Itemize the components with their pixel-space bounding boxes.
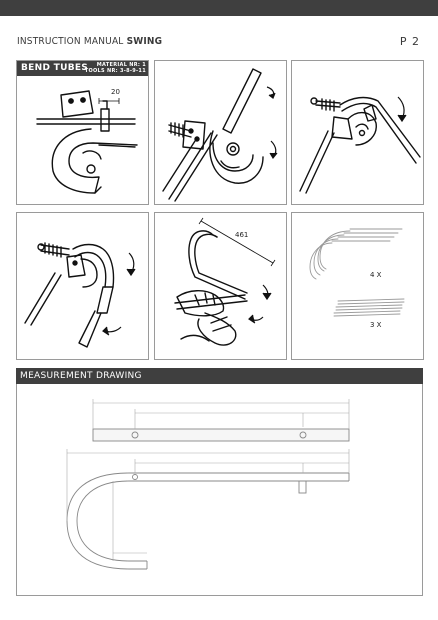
step-panel-4: [16, 212, 149, 360]
lever-bending-illustration: [162, 68, 278, 202]
material-line: MATERIAL NR: 1: [96, 62, 146, 68]
bender-tool-illustration: [36, 90, 138, 194]
step-panel-1: BEND TUBES MATERIAL NR: 1 TOOLS NR: 3-8-…: [16, 60, 149, 205]
step-panel-2: [154, 60, 287, 205]
bars-quantity-label: 3 X: [370, 321, 382, 329]
tools-line: TOOLS NR: 3-8-9-11: [84, 68, 146, 74]
bend-tubes-heading-text: BEND TUBES: [21, 63, 89, 73]
material-tools-note: MATERIAL NR: 1 TOOLS NR: 3-8-9-11: [85, 62, 146, 74]
tube-clamp-illustration: [299, 96, 421, 194]
hands-measuring-illustration: [174, 217, 276, 346]
measurement-heading: MEASUREMENT DRAWING: [16, 368, 423, 384]
bender-lever-illustration: [24, 242, 136, 348]
dimension-461-label: 461: [235, 231, 249, 239]
bend-tubes-heading: BEND TUBES MATERIAL NR: 1 TOOLS NR: 3-8-…: [17, 61, 148, 76]
measurement-section: MEASUREMENT DRAWING: [16, 368, 423, 596]
step-panel-3: [291, 60, 424, 205]
document-title: INSTRUCTION MANUAL SWING: [17, 36, 162, 47]
top-bar: [0, 0, 438, 16]
title-bold: SWING: [126, 36, 163, 47]
measurement-heading-text: MEASUREMENT DRAWING: [20, 371, 142, 381]
parts-quantity-illustration: [309, 228, 405, 317]
page-number: P 2: [399, 35, 420, 48]
title-light: INSTRUCTION MANUAL: [17, 36, 124, 47]
dimension-20-label: 20: [111, 88, 120, 96]
hooks-quantity-label: 4 X: [370, 271, 382, 279]
step-panel-6: 4 X 3 X: [291, 212, 424, 360]
step-panel-5: 461: [154, 212, 287, 360]
measurement-drawing: [66, 399, 350, 570]
